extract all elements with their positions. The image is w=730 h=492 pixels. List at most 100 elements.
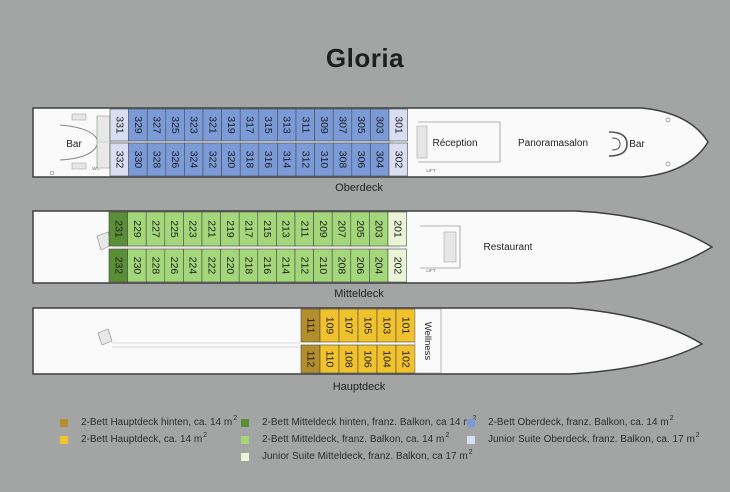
cabin-number: 105: [362, 317, 374, 335]
cabin-number: 326: [169, 151, 181, 169]
ship-title: Gloria: [325, 43, 405, 73]
cabin-number: 214: [280, 257, 292, 275]
cabin-number: 329: [132, 116, 144, 134]
cabin-number: 109: [324, 317, 336, 335]
cabin-number: 222: [205, 257, 217, 275]
legend-text: 2-Bett Mitteldeck hinten, franz. Balkon,…: [262, 417, 472, 428]
legend-item: 2-Bett Oberdeck, franz. Balkon, ca. 14 m…: [467, 415, 674, 428]
legend-swatch-icon: [241, 452, 249, 461]
cabin-number: 218: [243, 257, 255, 275]
cabin-number: 224: [187, 257, 199, 275]
cabin-number: 332: [113, 151, 125, 169]
legend-swatch-icon: [467, 418, 475, 427]
oberdeck-stair-fore-icon: [416, 125, 428, 159]
cabin-number: 316: [262, 151, 274, 169]
legend-item: Junior Suite Oberdeck, franz. Balkon, ca…: [467, 432, 700, 445]
oberdeck-reception: Réception: [432, 138, 477, 149]
cabin-number: 321: [206, 116, 218, 134]
cabin-number: 327: [151, 116, 163, 134]
cabin-number: 204: [373, 257, 385, 275]
cabin-number: 228: [150, 257, 162, 275]
cabin-number: 312: [299, 151, 311, 169]
cabin-number: 220: [224, 257, 236, 275]
hauptdeck-label: Hauptdeck: [333, 381, 386, 393]
cabin-201[interactable]: [387, 211, 407, 247]
cabin-number: 325: [169, 116, 181, 134]
wellness-area: [414, 308, 442, 374]
cabin-number: 206: [354, 257, 366, 275]
cabin-number: 203: [373, 220, 385, 238]
hauptdeck-wellness: Wellness: [422, 322, 433, 361]
oberdeck-foyer-outline-icon: [418, 121, 501, 163]
cabin-number: 226: [168, 257, 180, 275]
fore-bar-counter-icon: [608, 131, 628, 157]
oberdeck-panorama: Panoramasalon: [518, 138, 588, 149]
legend-text: 2-Bett Hauptdeck hinten, ca. 14 m: [81, 417, 233, 428]
cabin-number: 318: [244, 151, 256, 169]
cabin-number: 302: [392, 151, 404, 169]
cabin-number: 330: [132, 151, 144, 169]
cabin-number: 217: [243, 220, 255, 238]
cabin-number: 328: [151, 151, 163, 169]
cabin-number: 309: [318, 116, 330, 134]
cabin-number: 111: [305, 318, 317, 334]
cabin-number: 324: [188, 151, 200, 169]
cabin-number: 110: [324, 351, 336, 368]
cabin-number: 207: [336, 220, 348, 238]
legend-swatch-icon: [241, 418, 249, 427]
cabin-number: 303: [374, 116, 386, 134]
cabin-302[interactable]: [388, 142, 408, 177]
legend-sup: 2: [445, 432, 450, 439]
mitteldeck-lift-label: LIFT: [426, 268, 436, 273]
aft-stair-icon: [71, 113, 87, 121]
cabin-number: 208: [336, 257, 348, 275]
legend-sup: 2: [203, 432, 208, 439]
cabin-number: 317: [244, 116, 256, 134]
cabin-number: 106: [362, 350, 374, 368]
cabin-number: 103: [381, 317, 393, 335]
cabin-number: 101: [400, 317, 412, 335]
cabin-number: 209: [317, 220, 329, 238]
cabin-number: 211: [298, 221, 310, 238]
cabin-number: 313: [281, 116, 293, 134]
cabin-number: 223: [187, 220, 199, 238]
cabin-number: 225: [168, 220, 180, 238]
cabin-number: 202: [391, 257, 403, 275]
cabin-number: 216: [261, 257, 273, 275]
cabin-number: 307: [337, 116, 349, 134]
cabin-number: 108: [343, 350, 355, 368]
legend-swatch-icon: [60, 418, 68, 427]
oberdeck-lift-label: LIFT: [426, 168, 436, 173]
legend-sup: 2: [468, 449, 473, 456]
mitteldeck-restaurant: Restaurant: [484, 242, 533, 253]
cabin-number: 104: [381, 350, 393, 368]
cabin-number: 301: [392, 116, 404, 134]
cabin-number: 323: [188, 116, 200, 134]
cabin-number: 229: [131, 220, 143, 238]
legend-swatch-icon: [467, 435, 475, 444]
oberdeck-bar-fore: Bar: [629, 139, 645, 150]
legend-sup: 2: [233, 415, 238, 422]
legend-item: 2-Bett Mitteldeck hinten, franz. Balkon,…: [241, 415, 476, 428]
cabin-202[interactable]: [387, 248, 407, 283]
cabin-number: 212: [298, 257, 310, 275]
cabin-number: 205: [354, 220, 366, 238]
cabin-301[interactable]: [388, 108, 408, 142]
cabin-number: 304: [374, 151, 386, 169]
cabin-number: 231: [112, 220, 124, 238]
legend-item: Junior Suite Mitteldeck, franz. Balkon, …: [241, 449, 473, 462]
cabin-number: 230: [131, 257, 143, 275]
cabin-number: 201: [391, 220, 403, 238]
legend-text: Junior Suite Mitteldeck, franz. Balkon, …: [262, 451, 468, 462]
legend-text: 2-Bett Mitteldeck, franz. Balkon, ca. 14…: [262, 434, 445, 445]
cabin-number: 215: [261, 220, 273, 238]
cabin-number: 221: [205, 220, 217, 238]
legend-text: 2-Bett Hauptdeck, ca. 14 m: [81, 434, 203, 445]
cabin-number: 310: [318, 151, 330, 169]
